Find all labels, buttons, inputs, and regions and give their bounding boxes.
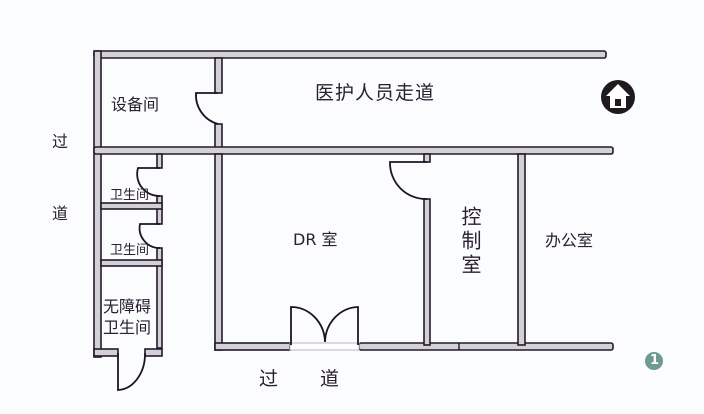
label-corridor-bottom-2: 道 xyxy=(320,368,341,390)
figure-number-badge xyxy=(645,352,663,370)
wall-acc-toilet-bottom-left xyxy=(93,348,119,357)
door-toilet-1 xyxy=(136,167,161,197)
wall-middle xyxy=(93,146,614,155)
label-control-room: 控制室 xyxy=(458,206,482,278)
wall-equip-right-upper xyxy=(214,57,223,94)
door-accessible-toilet xyxy=(117,352,146,391)
label-corridor-left-1: 过 xyxy=(52,132,69,151)
wall-control-office xyxy=(517,153,526,346)
figure-number: 1 xyxy=(650,353,660,368)
label-corridor-left-2: 道 xyxy=(52,204,69,223)
wall-bottom-right xyxy=(358,342,614,351)
label-toilet-1: 卫生间 xyxy=(110,188,150,203)
wall-toilet-right-2 xyxy=(156,195,163,225)
label-staff-corridor: 医护人员走道 xyxy=(315,82,436,104)
label-equipment-room: 设备间 xyxy=(111,95,160,114)
wall-dr-left xyxy=(214,153,223,351)
door-equipment xyxy=(195,92,219,125)
wall-acc-toilet-bottom-right xyxy=(144,348,163,357)
wall-toilet-right-1 xyxy=(156,153,163,169)
home-icon xyxy=(601,80,635,114)
wall-bottom-left xyxy=(214,342,291,351)
label-accessible-toilet-line1: 无障碍 xyxy=(103,297,152,316)
wall-left xyxy=(93,50,102,358)
wall-equip-right-lower xyxy=(214,123,223,151)
wall-dr-control-top xyxy=(423,153,431,163)
door-toilet-2 xyxy=(138,223,161,249)
label-toilet-2: 卫生间 xyxy=(110,243,150,258)
wall-toilet-partition-1 xyxy=(100,202,163,210)
wall-top xyxy=(93,50,607,59)
label-office: 办公室 xyxy=(545,231,594,250)
label-dr-room: DR 室 xyxy=(293,230,338,249)
label-corridor-bottom-1: 过 xyxy=(259,368,280,390)
door-dr-control xyxy=(389,161,428,200)
wall-dr-control xyxy=(423,198,431,346)
wall-toilet-partition-2 xyxy=(100,259,163,267)
label-accessible-toilet-line2: 卫生间 xyxy=(103,318,152,337)
door-dr-double xyxy=(290,306,359,345)
